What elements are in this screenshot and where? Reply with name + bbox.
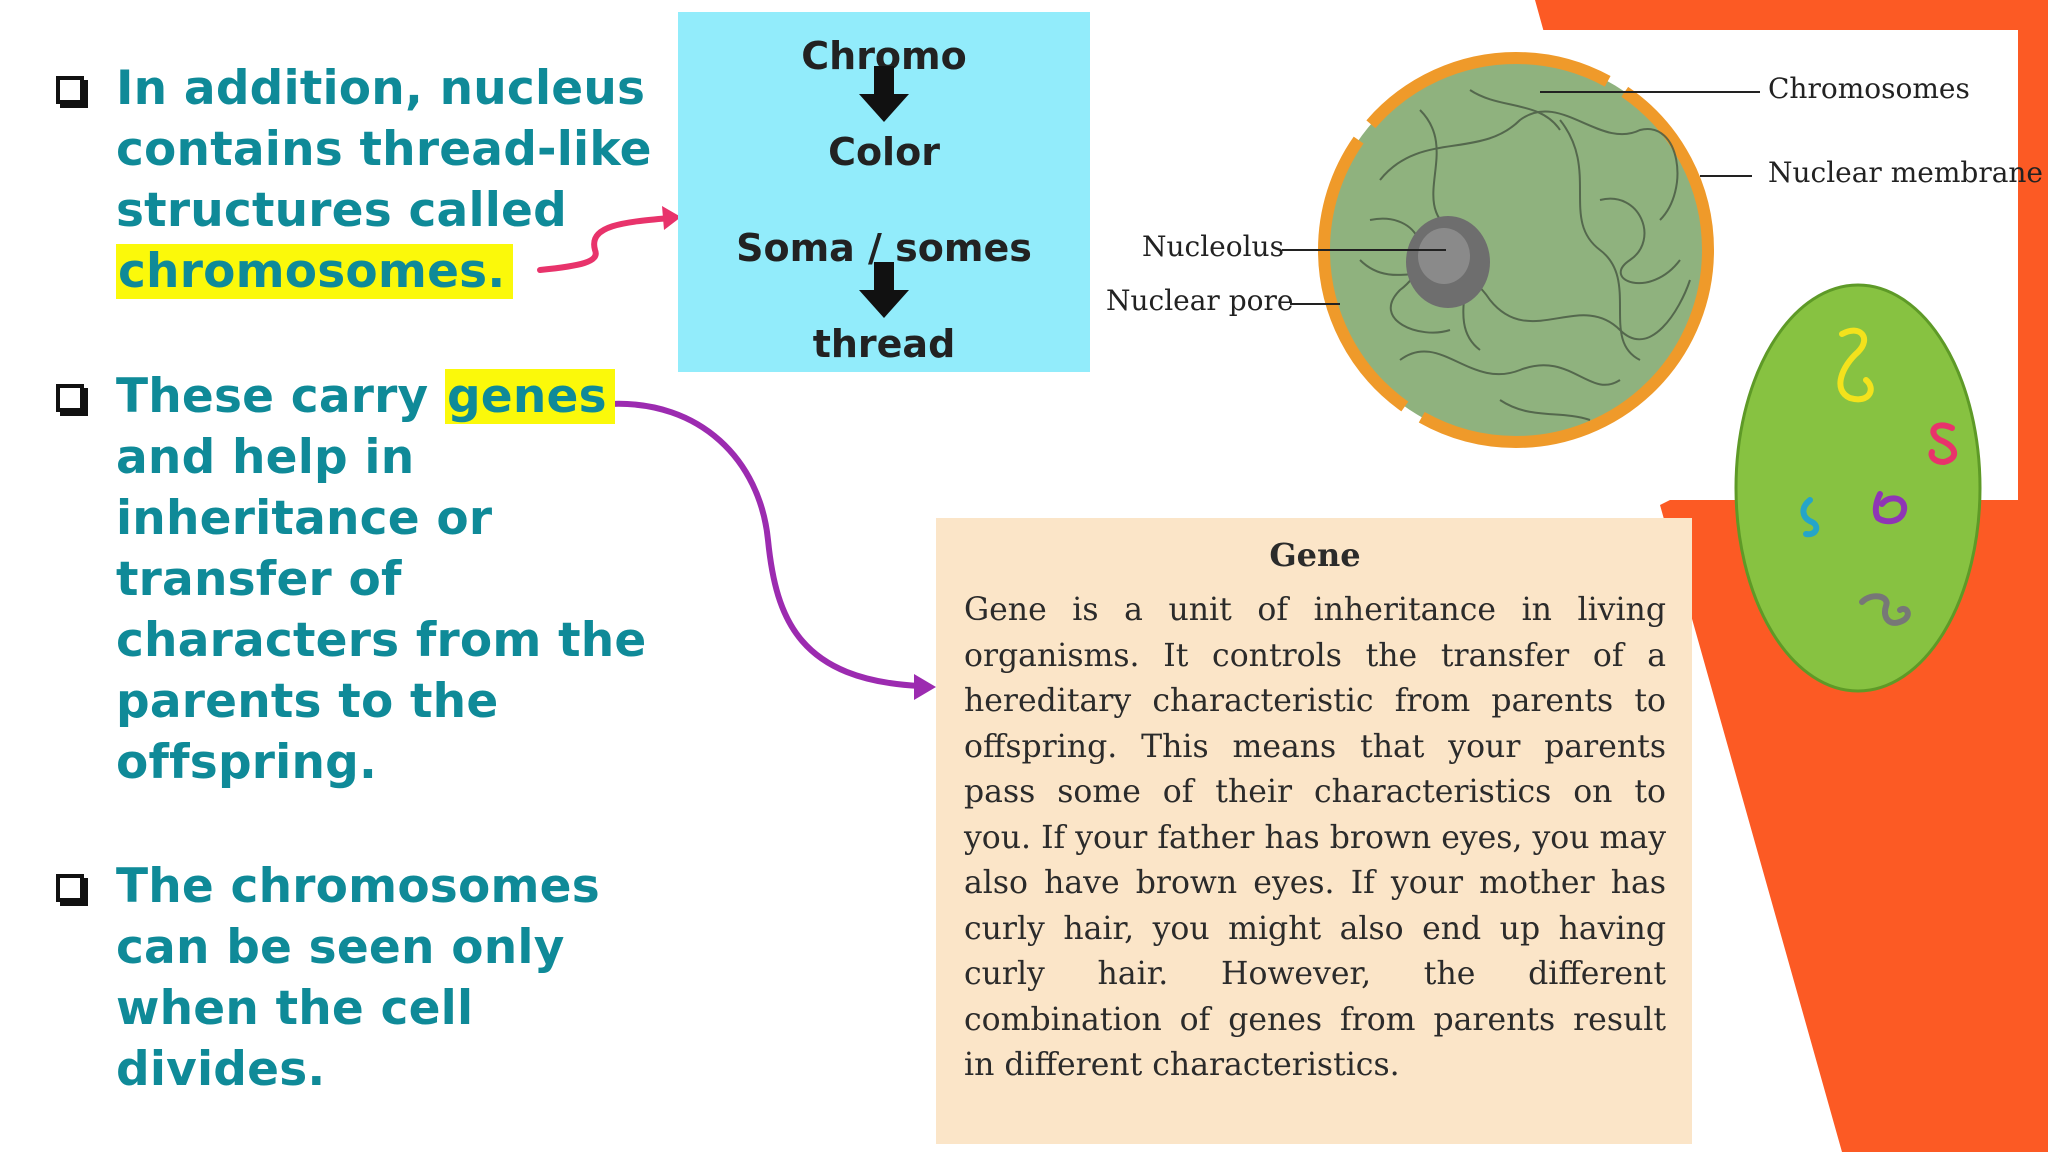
bullet-text-continued: and help in inheritance or transfer of c… xyxy=(116,430,647,790)
gene-box-body: Gene is a unit of inheritance in living … xyxy=(964,592,1666,1083)
checkbox-bullet-icon xyxy=(56,874,88,906)
label-nuclear-pore: Nuclear pore xyxy=(1106,284,1294,317)
cell-sketch xyxy=(1734,283,1982,693)
arrow-head-pink xyxy=(662,206,681,230)
arrow-head-purple xyxy=(914,674,936,700)
gene-box-title: Gene xyxy=(1269,536,1361,574)
down-arrow-icon xyxy=(859,262,909,318)
label-nuclear-membrane: Nuclear membrane xyxy=(1768,156,2043,189)
checkbox-bullet-icon xyxy=(56,384,88,416)
highlight-chromosomes: chromosomes. xyxy=(116,244,514,299)
etymology-box: Chromo Color Soma / somes thread xyxy=(678,12,1090,372)
chromosome-squiggle-purple xyxy=(1872,491,1908,525)
bullet-text: These carry xyxy=(116,369,445,424)
arrow-genes-to-gene-box xyxy=(607,400,923,689)
bullet-text: In addition, nucleus contains thread-lik… xyxy=(116,61,652,238)
chromosome-squiggle-pink xyxy=(1928,422,1957,466)
gene-definition-box: Gene Gene is a unit of inheritance in li… xyxy=(936,518,1692,1144)
chromosome-squiggle-yellow xyxy=(1837,327,1874,403)
label-chromosomes: Chromosomes xyxy=(1768,72,1970,105)
bullet-text: The chromosomes can be seen only when th… xyxy=(116,859,600,1097)
highlight-genes: genes xyxy=(444,369,615,424)
nucleus-diagram xyxy=(1282,52,1760,448)
arrow-chromosomes-to-etymology xyxy=(537,215,673,273)
checkbox-bullet-icon xyxy=(56,76,88,108)
etymology-color: Color xyxy=(828,130,940,174)
label-nucleolus: Nucleolus xyxy=(1142,230,1284,263)
bullet-genes: These carry genes and help in inheritanc… xyxy=(56,366,676,793)
etymology-thread: thread xyxy=(812,322,956,366)
chromosome-squiggle-grey xyxy=(1859,593,1911,626)
down-arrow-icon xyxy=(859,66,909,122)
bullet-chromosomes-intro: In addition, nucleus contains thread-lik… xyxy=(56,58,676,302)
bullet-cell-divides: The chromosomes can be seen only when th… xyxy=(56,856,676,1100)
chromosome-squiggle-blue xyxy=(1800,497,1820,538)
